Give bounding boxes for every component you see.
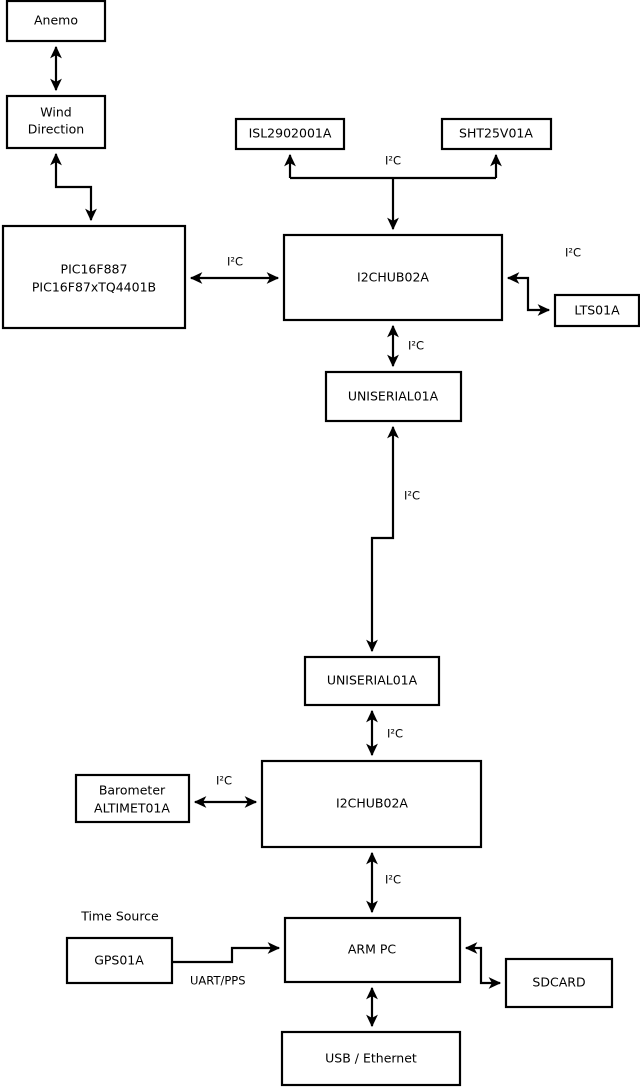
node-uniserial01a-top-label: UNISERIAL01A [348, 389, 439, 404]
node-uniserial01a-bottom[interactable]: UNISERIAL01A [303, 655, 441, 707]
node-barometer[interactable]: Barometer ALTIMET01A [74, 773, 191, 824]
node-arm-pc[interactable]: ARM PC [283, 916, 462, 984]
node-uniserial01a-top[interactable]: UNISERIAL01A [324, 370, 463, 423]
node-pic-mcu-label-2: PIC16F87xTQ4401B [32, 280, 156, 295]
edge-wind-pic [50, 152, 97, 222]
node-gps01a-label: GPS01A [94, 953, 144, 968]
labels-layer: I²C I²C I²C I²C I²C I²C I²C I²C UART/PPS… [80, 154, 581, 988]
node-lts01a[interactable]: LTS01A [553, 293, 640, 328]
node-barometer-label-1: Barometer [99, 783, 166, 798]
edge-label-gps-armpc: UART/PPS [190, 974, 246, 988]
edge-label-uniserial-hub-bot: I²C [387, 727, 403, 741]
node-arm-pc-label: ARM PC [348, 942, 397, 957]
node-wind-direction-label-2: Direction [28, 122, 84, 137]
node-i2chub02a-top[interactable]: I2CHUB02A [282, 233, 504, 322]
node-i2chub02a-bottom-label: I2CHUB02A [336, 796, 408, 811]
node-anemo[interactable]: Anemo [5, 0, 107, 43]
node-sht25v01a-label: SHT25V01A [459, 126, 533, 141]
node-barometer-label-2: ALTIMET01A [94, 801, 170, 816]
node-sht25v01a[interactable]: SHT25V01A [440, 117, 553, 151]
node-lts01a-label: LTS01A [574, 303, 620, 318]
node-wind-direction[interactable]: Wind Direction [5, 94, 107, 150]
node-i2chub02a-bottom[interactable]: I2CHUB02A [260, 759, 483, 849]
edge-label-pic-hub: I²C [227, 255, 243, 269]
node-i2chub02a-top-label: I2CHUB02A [357, 270, 429, 285]
node-sdcard[interactable]: SDCARD [504, 957, 614, 1009]
node-gps01a[interactable]: GPS01A [65, 936, 174, 985]
edge-label-hub-armpc: I²C [385, 873, 401, 887]
edge-gps-armpc [172, 942, 281, 964]
node-pic-mcu-label-1: PIC16F887 [61, 262, 128, 277]
edge-armpc-sdcard [464, 942, 502, 989]
edge-label-hub-uniserial-top: I²C [408, 339, 424, 353]
edges-layer [50, 45, 551, 1028]
node-isl2902001a[interactable]: ISL2902001A [234, 117, 346, 151]
node-pic-mcu[interactable]: PIC16F887 PIC16F87xTQ4401B [1, 224, 187, 330]
node-anemo-label: Anemo [34, 13, 78, 28]
edge-label-hub-lts: I²C [565, 246, 581, 260]
edge-label-barometer-hub: I²C [216, 774, 232, 788]
node-wind-direction-label-1: Wind [40, 105, 71, 120]
node-usb-ethernet-label: USB / Ethernet [325, 1051, 417, 1066]
edge-label-uniserial-uniserial: I²C [404, 489, 420, 503]
node-uniserial01a-bottom-label: UNISERIAL01A [327, 673, 418, 688]
edge-uniserial-uniserial [366, 425, 399, 653]
label-time-source: Time Source [80, 909, 159, 924]
node-sdcard-label: SDCARD [532, 975, 585, 990]
edge-hub-lts [506, 272, 551, 316]
node-usb-ethernet[interactable]: USB / Ethernet [280, 1030, 462, 1087]
edge-label-hub-sensors: I²C [385, 154, 401, 168]
node-isl2902001a-label: ISL2902001A [249, 126, 332, 141]
